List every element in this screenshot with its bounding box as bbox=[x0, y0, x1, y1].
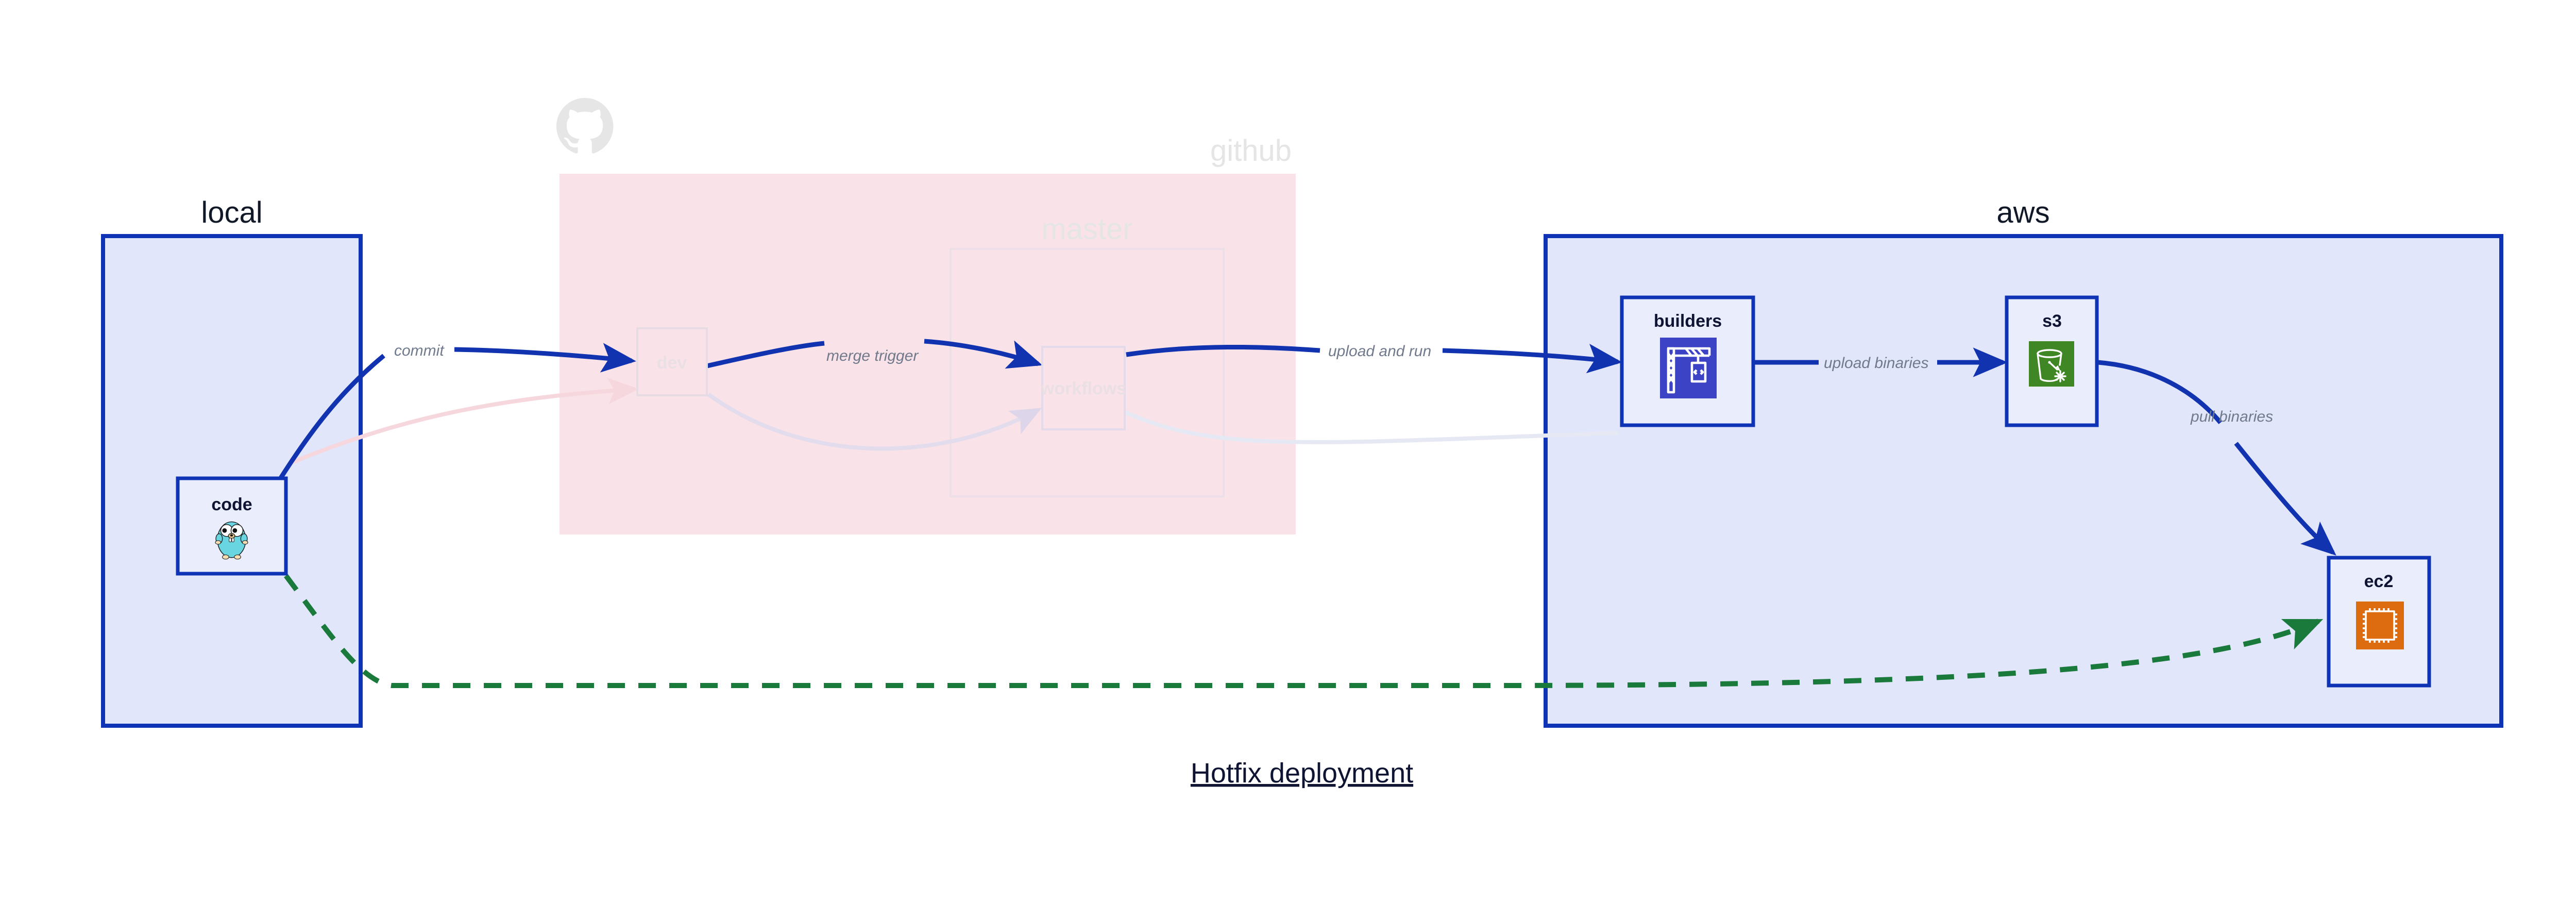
edge-merge-trigger-line bbox=[706, 341, 825, 369]
edge-merge-trigger-line-2 bbox=[924, 339, 1043, 369]
node-code[interactable]: code bbox=[176, 476, 288, 576]
group-github-box bbox=[560, 174, 1296, 534]
node-code-label: code bbox=[211, 495, 252, 514]
edge-commit-line bbox=[276, 354, 385, 483]
go-gopher-icon bbox=[215, 521, 248, 560]
node-s3[interactable]: s3 bbox=[2005, 295, 2099, 427]
node-dev-box[interactable] bbox=[636, 327, 708, 396]
group-label-local: local bbox=[201, 196, 262, 229]
diagram-title: Hotfix deployment bbox=[1191, 758, 1413, 789]
edge-faded-workflows-out bbox=[1125, 410, 1618, 444]
node-workflows-label: workflows bbox=[1040, 379, 1126, 398]
edge-label-commit: commit bbox=[394, 342, 445, 359]
github-octocat-icon bbox=[556, 98, 614, 154]
edge-upload-and-run-line bbox=[1126, 344, 1320, 357]
edge-faded-code-dev bbox=[287, 377, 639, 466]
edge-label-upload-and-run: upload and run bbox=[1328, 343, 1431, 360]
node-workflows[interactable]: workflows bbox=[1040, 346, 1126, 430]
node-s3-box[interactable] bbox=[2005, 295, 2099, 427]
node-dev-label: dev bbox=[657, 353, 687, 373]
aws-ec2-icon bbox=[2356, 602, 2404, 649]
aws-s3-icon bbox=[2029, 341, 2074, 387]
group-label-aws: aws bbox=[1996, 196, 2049, 229]
group-label-github: github bbox=[1210, 134, 1292, 168]
edge-pull-binaries-line bbox=[2097, 360, 2223, 424]
node-ec2-label: ec2 bbox=[2364, 572, 2394, 591]
edge-hotfix-direct bbox=[284, 574, 2324, 688]
edge-faded-dev-workflows bbox=[707, 392, 1042, 451]
node-s3-label: s3 bbox=[2042, 311, 2062, 331]
edge-pull-binaries-line-2 bbox=[2234, 442, 2336, 556]
aws-builders-icon bbox=[1660, 338, 1717, 398]
subgroup-label-master: master bbox=[1041, 212, 1132, 246]
node-builders[interactable]: builders bbox=[1620, 295, 1755, 427]
edge-label-pull-binaries: pull binaries bbox=[2190, 408, 2273, 425]
node-builders-label: builders bbox=[1654, 311, 1722, 331]
node-ec2[interactable]: ec2 bbox=[2327, 556, 2431, 688]
edge-label-upload-binaries: upload binaries bbox=[1824, 355, 1928, 372]
node-dev[interactable]: dev bbox=[636, 327, 708, 396]
edge-commit-line-2 bbox=[454, 343, 636, 373]
node-workflows-box[interactable] bbox=[1041, 346, 1126, 430]
subgroup-master-box bbox=[950, 248, 1225, 497]
edge-label-merge-trigger: merge trigger bbox=[826, 347, 919, 364]
edge-upload-and-run-line-2 bbox=[1442, 343, 1622, 374]
